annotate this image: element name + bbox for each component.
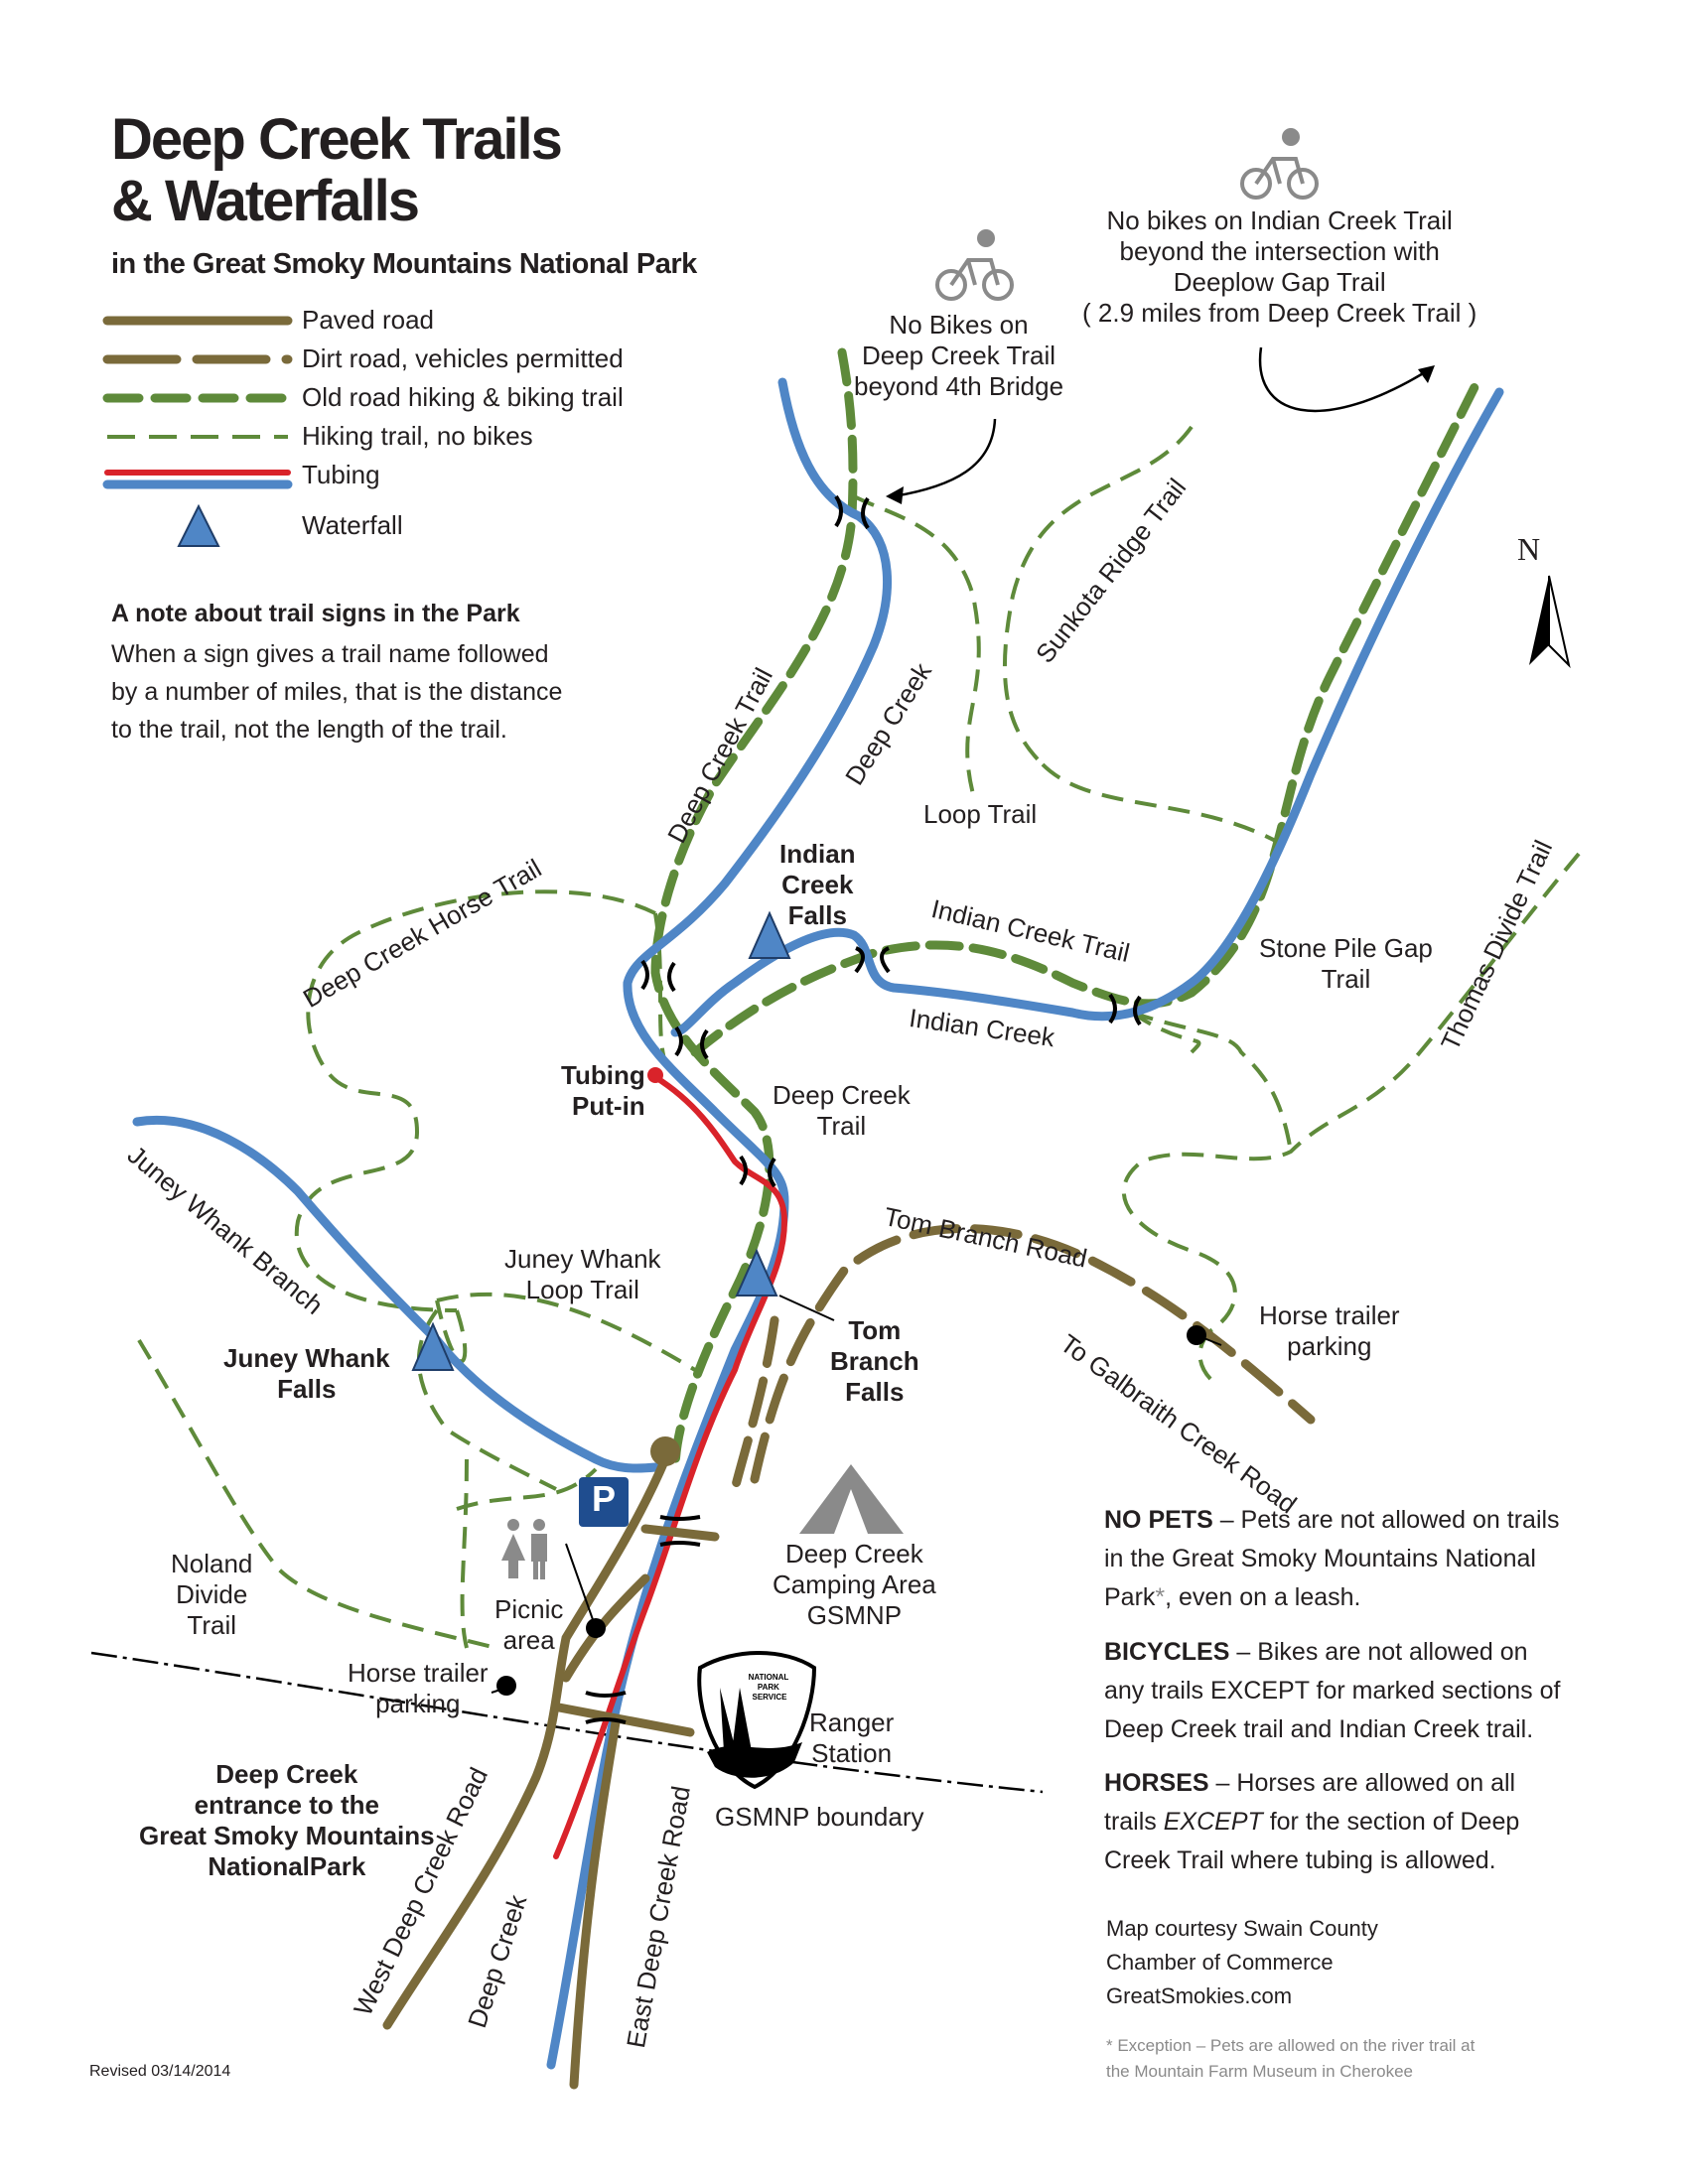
pet-exception-footnote: * Exception – Pets are allowed on the ri…	[1106, 2036, 1476, 2081]
horse-parking-left-dot	[496, 1676, 516, 1696]
rule-horses: HORSES – Horses are allowed on all trail…	[1104, 1769, 1520, 1874]
bike-icon	[935, 229, 1014, 301]
legend-dirt-road: Dirt road, vehicles permitted	[302, 343, 624, 373]
tent-icon	[799, 1464, 904, 1534]
juney-whank-falls-icon	[411, 1321, 455, 1371]
title-line-2: & Waterfalls	[111, 169, 420, 233]
picnic-area-dot	[586, 1618, 606, 1638]
title-line-1: Deep Creek Trails	[111, 107, 563, 172]
compass-north-label: N	[1517, 531, 1541, 567]
legend-hiking-trail: Hiking trail, no bikes	[302, 421, 533, 451]
legend-paved-road: Paved road	[302, 305, 434, 335]
restroom-icon	[501, 1519, 547, 1579]
label-gsmnp-boundary: GSMNP boundary	[715, 1802, 924, 1832]
waterfalls	[411, 910, 791, 1371]
tubing-route	[553, 1074, 788, 1859]
west-deep-creek-road	[382, 1454, 670, 2030]
tubing-putin-dot	[647, 1067, 663, 1083]
bridges	[585, 494, 1142, 1724]
rule-no-pets: NO PETS – Pets are not allowed on trails…	[1104, 1506, 1560, 1611]
road-end-dot	[650, 1436, 680, 1466]
horse-parking-right-dot	[1187, 1325, 1206, 1345]
east-deep-creek-road	[569, 1717, 621, 2090]
nps-arrowhead-icon	[697, 1651, 817, 1790]
legend-swatches	[102, 316, 293, 547]
bike-arrow-right	[1258, 346, 1431, 413]
nps-badge-text: NATIONAL PARK SERVICE	[749, 1673, 791, 1702]
bike-arrow-left	[893, 418, 997, 498]
map-subtitle: in the Great Smoky Mountains National Pa…	[111, 248, 697, 280]
tom-branch-falls-icon	[735, 1248, 778, 1297]
sign-note-title: A note about trail signs in the Park	[111, 600, 520, 627]
indian-creek-river	[670, 387, 1504, 1037]
parking-sign-label: P	[591, 1478, 616, 1519]
revised-date: Revised 03/14/2014	[89, 2063, 231, 2080]
legend-tubing: Tubing	[302, 460, 380, 489]
indian-creek-falls-icon	[748, 910, 791, 959]
sign-note-body: When a sign gives a trail name followed …	[111, 640, 563, 744]
label-loop-trail: Loop Trail	[923, 799, 1038, 829]
north-arrow-icon	[1529, 575, 1571, 669]
juney-whank-branch	[132, 1116, 660, 1473]
bike-icon	[1240, 128, 1319, 200]
legend-old-road-trail: Old road hiking & biking trail	[302, 382, 624, 412]
map-title: Deep Creek Trails & Waterfalls	[111, 107, 563, 233]
rule-bicycles: BICYCLES – Bikes are not allowed on any …	[1104, 1638, 1561, 1743]
legend-waterfall: Waterfall	[302, 510, 403, 540]
parking-sign-icon	[579, 1477, 629, 1527]
